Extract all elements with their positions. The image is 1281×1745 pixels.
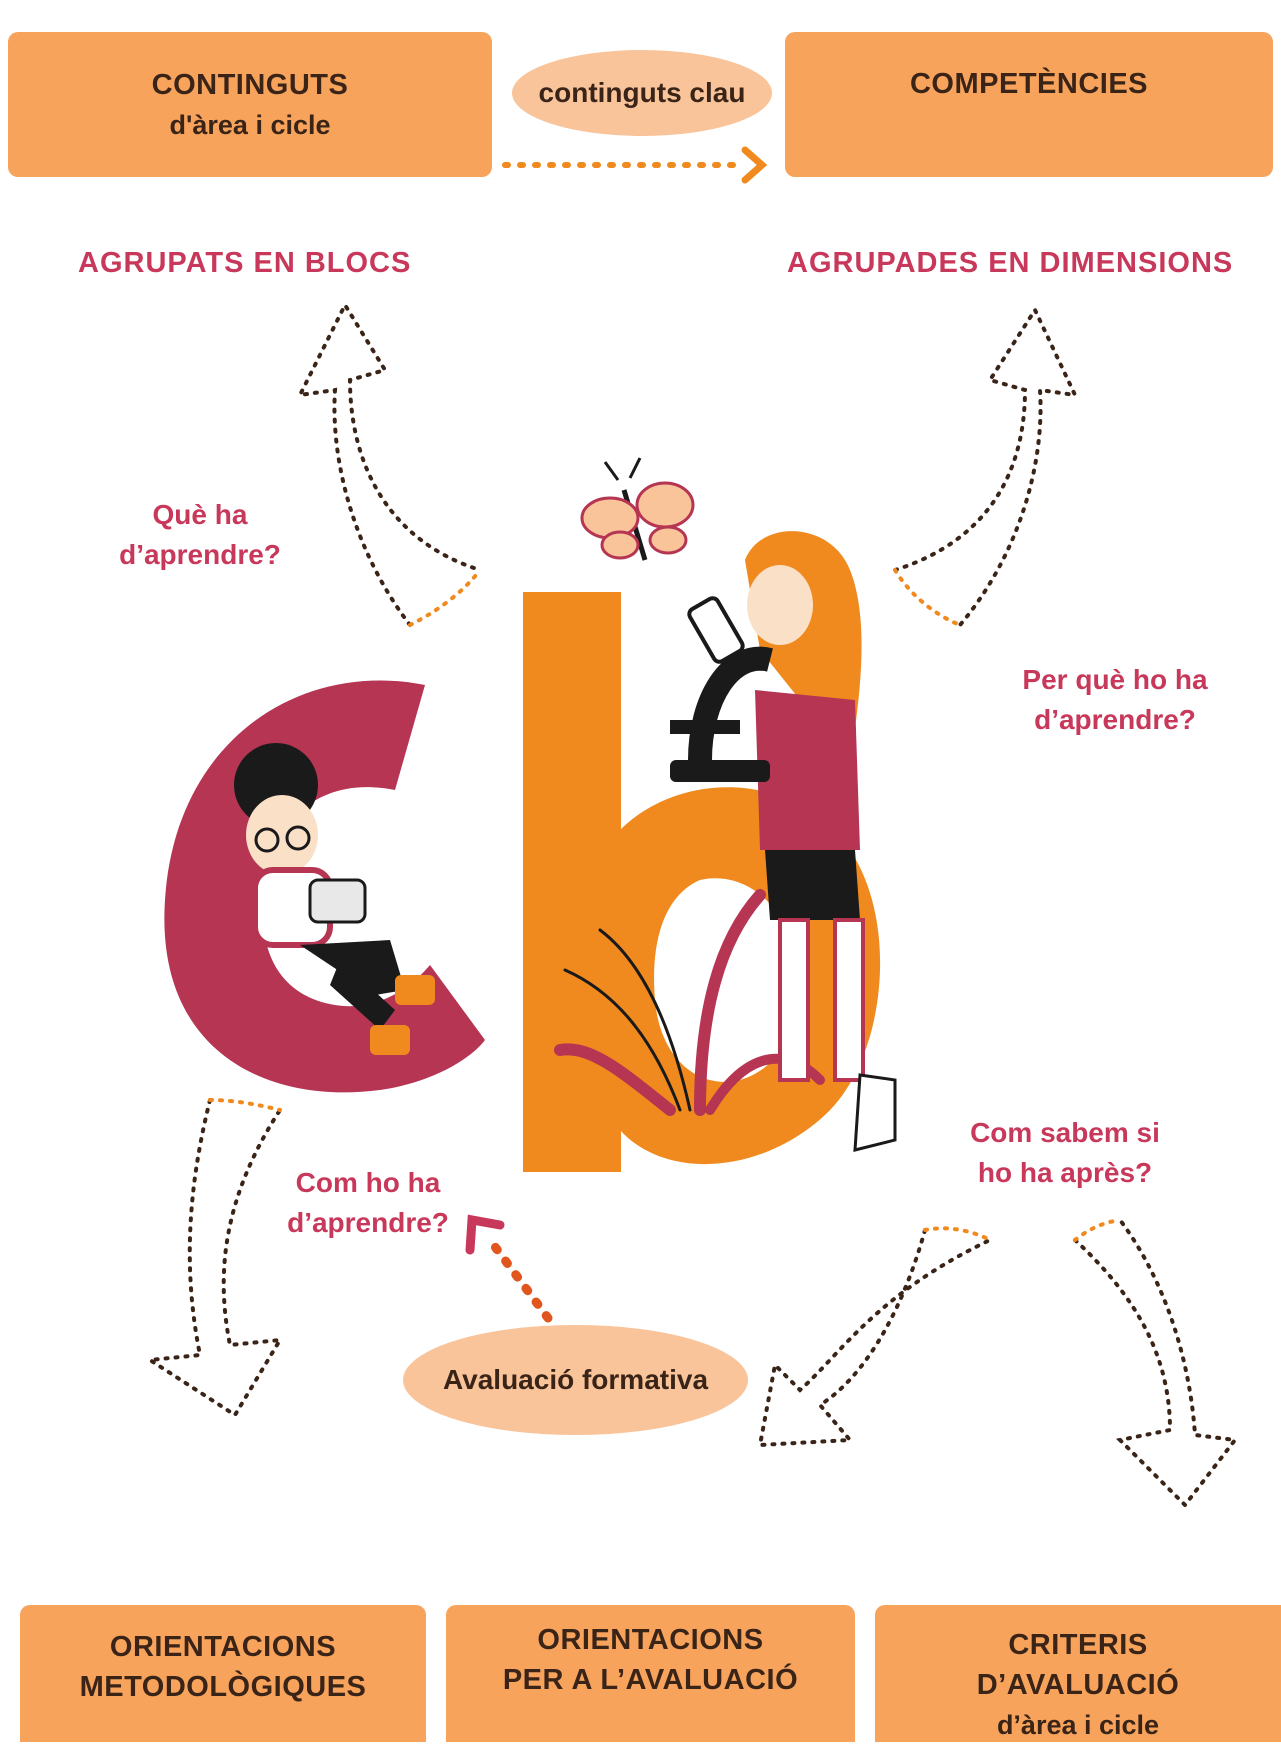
bottom-box-3-line1: CRITERIS: [1008, 1629, 1148, 1661]
assessment-criteria-box: CRITERIS D’AVALUACIÓ d’àrea i cicle: [875, 1605, 1281, 1742]
upper-right-arrow: [893, 305, 1079, 627]
right-group-label: AGRUPADES EN DIMENSIONS: [787, 247, 1234, 279]
lower-middle-arrow: [757, 1226, 992, 1448]
key-contents-label: continguts clau: [538, 77, 746, 108]
question-what: Què ha d’aprendre?: [100, 495, 300, 575]
competences-title: COMPETÈNCIES: [909, 68, 1149, 100]
question-know: Com sabem si ho ha après?: [955, 1113, 1175, 1193]
bottom-box-2-line2: PER A L’AVALUACIÓ: [502, 1664, 799, 1696]
formative-assessment-oval: Avaluació formativa: [403, 1325, 748, 1435]
upper-left-arrow: [296, 300, 482, 627]
question-why-line2: d’aprendre?: [1034, 704, 1196, 735]
question-why-line1: Per què ho ha: [1022, 664, 1208, 695]
contents-subtitle: d'àrea i cicle: [169, 109, 331, 140]
lower-left-arrow: [144, 1098, 284, 1418]
competences-box: COMPETÈNCIES: [785, 32, 1273, 177]
question-why: Per què ho ha d’aprendre?: [1005, 660, 1225, 740]
bottom-box-3-line2: D’AVALUACIÓ: [976, 1669, 1180, 1701]
question-what-line1: Què ha: [152, 499, 248, 530]
top-connector-arrow: [502, 146, 768, 184]
question-how-line1: Com ho ha: [295, 1167, 441, 1198]
key-contents-oval: continguts clau: [512, 50, 772, 136]
question-know-line1: Com sabem si: [970, 1117, 1160, 1148]
question-know-line2: ho ha après?: [977, 1157, 1153, 1188]
formative-arrow: [465, 1214, 553, 1323]
microscope-icon: [670, 596, 773, 782]
bottom-box-1-line2: METODOLÒGIQUES: [79, 1671, 367, 1703]
bottom-box-3-line3: d’àrea i cicle: [996, 1710, 1160, 1740]
question-how-line2: d’aprendre?: [287, 1207, 449, 1238]
question-how: Com ho ha d’aprendre?: [268, 1163, 468, 1243]
girl-figure: [745, 531, 897, 1152]
tablet-icon: [308, 878, 367, 924]
formative-assessment-label: Avaluació formativa: [442, 1364, 709, 1395]
bottom-box-1-line1: ORIENTACIONS: [109, 1631, 337, 1663]
bottom-box-2-line1: ORIENTACIONS: [537, 1624, 764, 1656]
contents-title: CONTINGUTS: [151, 68, 349, 101]
methodological-guidelines-box: ORIENTACIONS METODOLÒGIQUES: [20, 1605, 426, 1742]
boy-figure: [234, 743, 435, 1055]
assessment-guidelines-box: ORIENTACIONS PER A L’AVALUACIÓ: [446, 1605, 855, 1742]
question-what-line2: d’aprendre?: [119, 539, 281, 570]
left-group-label: AGRUPATS EN BLOCS: [78, 247, 412, 279]
butterfly-icon: [580, 457, 695, 561]
lower-right-arrow: [1073, 1218, 1239, 1509]
contents-box: CONTINGUTS d'àrea i cicle: [8, 32, 492, 177]
